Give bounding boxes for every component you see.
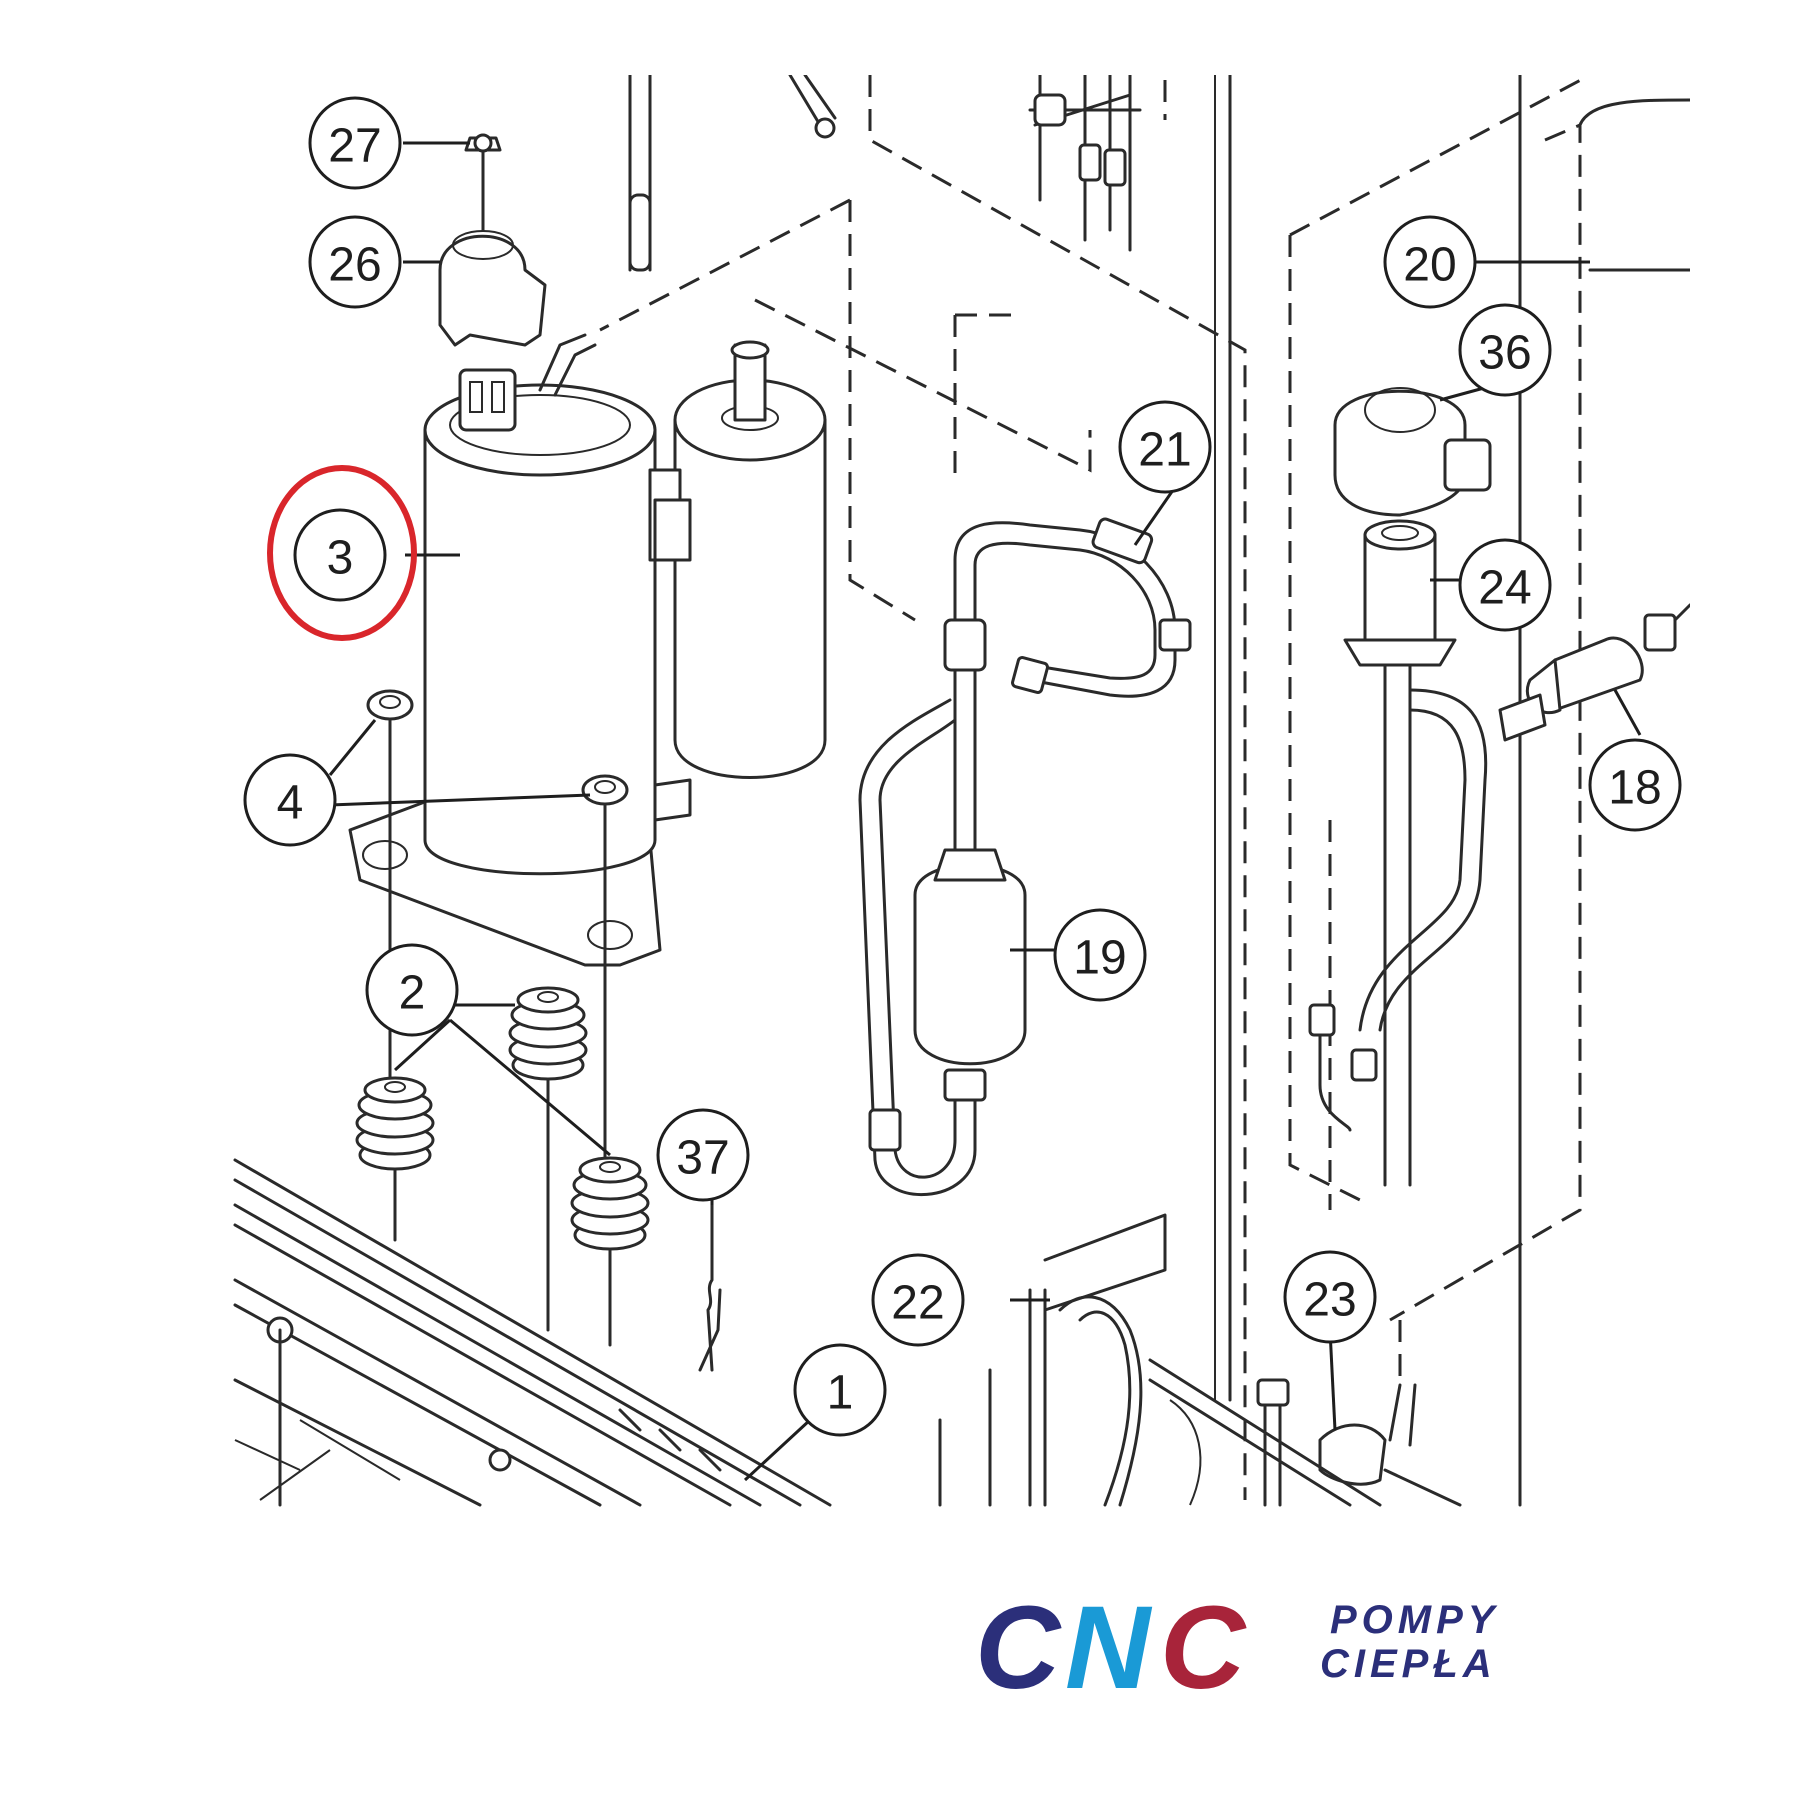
svg-text:3: 3: [327, 532, 354, 585]
svg-text:4: 4: [277, 777, 304, 830]
callout-24: 24: [1458, 538, 1552, 632]
svg-text:2: 2: [399, 967, 426, 1020]
callout-3: 3: [267, 465, 417, 641]
logo-line1: POMPY: [1330, 1598, 1499, 1642]
callout-26: 26: [308, 215, 402, 309]
svg-text:23: 23: [1303, 1274, 1356, 1327]
compressor: [348, 333, 827, 967]
svg-text:20: 20: [1403, 239, 1456, 292]
callout-36: 36: [1458, 303, 1552, 397]
callout-20: 20: [1383, 215, 1477, 309]
frame-lines: [628, 73, 1692, 1507]
drawing-bottom-mask: [0, 1507, 1800, 1800]
wire-clip: [698, 1203, 722, 1372]
pipe-assembly-19-21: [858, 517, 1192, 1197]
callout-23: 23: [1283, 1250, 1377, 1344]
callout-19: 19: [1053, 908, 1147, 1002]
logo-line2: CIEPŁA: [1320, 1642, 1497, 1686]
logo-letter-c1: C: [975, 1582, 1062, 1714]
svg-text:37: 37: [676, 1132, 729, 1185]
callout-4: 4: [243, 753, 337, 847]
drawing-right-mask: [1690, 0, 1800, 1507]
svg-text:18: 18: [1608, 762, 1661, 815]
svg-text:1: 1: [827, 1367, 854, 1420]
terminal-cover: [438, 133, 547, 347]
drawing-top-mask: [232, 0, 1690, 75]
svg-text:24: 24: [1478, 562, 1531, 615]
base-pan: [233, 1158, 832, 1507]
svg-text:21: 21: [1138, 424, 1191, 477]
solenoid-coil: [1333, 387, 1492, 517]
rubber-grommets: [355, 986, 650, 1347]
logo-letter-c2: C: [1160, 1582, 1247, 1714]
mounting-nuts: [366, 689, 629, 1162]
callout-1: 1: [793, 1343, 887, 1437]
callout-2: 2: [365, 943, 459, 1037]
strainer: [1498, 603, 1692, 742]
cnc-logo: C N C POMPY CIEPŁA: [975, 1582, 1499, 1714]
valve-body: [1308, 519, 1488, 1187]
svg-text:19: 19: [1073, 932, 1126, 985]
svg-text:27: 27: [328, 120, 381, 173]
svg-text:22: 22: [891, 1277, 944, 1330]
callouts: 27 26 3 4 2 37 1 21: [243, 96, 1682, 1437]
leader-lines: [328, 141, 1642, 1482]
highlight-ring: [267, 465, 417, 641]
svg-text:36: 36: [1478, 327, 1531, 380]
callout-37: 37: [656, 1108, 750, 1202]
callout-18: 18: [1588, 738, 1682, 832]
svg-text:26: 26: [328, 239, 381, 292]
logo-letter-n: N: [1065, 1582, 1153, 1714]
callout-21: 21: [1118, 400, 1212, 494]
callout-22: 22: [871, 1253, 965, 1347]
drawing-left-mask: [0, 0, 232, 1507]
bottom-assemblies: [938, 1213, 1462, 1507]
callout-27: 27: [308, 96, 402, 190]
